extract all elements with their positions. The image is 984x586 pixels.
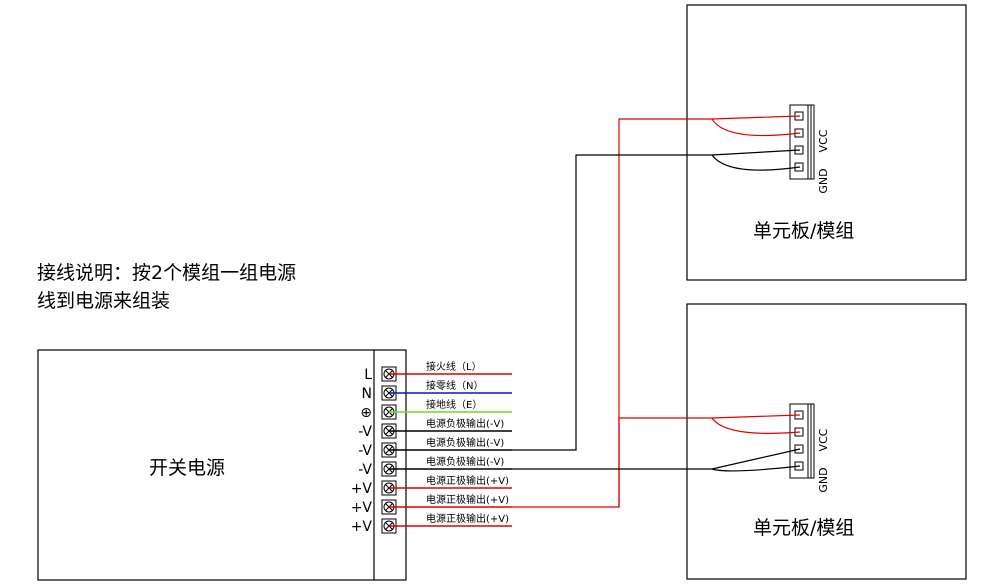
gnd-wire-module-1 <box>512 154 801 451</box>
terminal-label: +V <box>351 481 373 497</box>
module-1-label: 单元板/模组 <box>753 220 854 242</box>
vcc-label: VCC <box>817 428 830 451</box>
terminal-wire-label: 电源负极输出(-V) <box>426 417 504 430</box>
vcc-wire-module-1 <box>512 118 801 508</box>
gnd-wire-module-2 <box>711 448 801 470</box>
power-supply-label: 开关电源 <box>149 457 225 479</box>
terminal-wire-label: 电源负极输出(-V) <box>426 436 504 449</box>
note-line-1: 接线说明：按2个模组一组电源 <box>37 262 296 284</box>
terminal-wire-label: 电源负极输出(-V) <box>426 455 504 468</box>
module-1-connector: VCC GND <box>789 104 830 194</box>
module-1-box <box>686 4 967 281</box>
gnd-label: GND <box>817 467 830 492</box>
terminal-wire-label: 接火线（L） <box>426 360 482 373</box>
module-2-label: 单元板/模组 <box>753 517 854 539</box>
terminal-label: -V <box>358 462 372 478</box>
power-supply: 开关电源 L 接火线（L） N 接零线（N） ⊕ 接地线（E） -V 电源负极输出(-V) -V… <box>37 349 512 581</box>
terminal-block: L 接火线（L） N 接零线（N） ⊕ 接地线（E） -V 电源负极输出(-V) -V 电源负极输… <box>351 360 512 535</box>
vcc-wire-module-1 <box>711 115 801 120</box>
terminal-label: ⊕ <box>360 405 372 421</box>
terminal-label: -V <box>358 443 372 459</box>
module-2: 单元板/模组 VCC GND <box>686 303 967 580</box>
terminal-wire-label: 接零线（N） <box>426 379 483 392</box>
vcc-label: VCC <box>817 129 830 152</box>
power-supply-box <box>37 349 407 581</box>
gnd-wire-module-2 <box>512 465 801 472</box>
wires <box>512 115 801 508</box>
vcc-wire-module-2 <box>618 417 801 507</box>
terminal-label: N <box>362 386 372 402</box>
terminal-wire-label: 电源正极输出(+V) <box>426 512 509 525</box>
terminal-wire-label: 电源正极输出(+V) <box>426 493 509 506</box>
gnd-wire-module-1 <box>711 149 801 156</box>
terminal-label: L <box>364 367 372 383</box>
terminal-label: +V <box>351 500 373 516</box>
terminal-label: -V <box>358 424 372 440</box>
note-line-2: 线到电源来组装 <box>37 290 170 312</box>
vcc-wire-module-2 <box>711 414 801 419</box>
terminal-wire-label: 电源正极输出(+V) <box>426 474 509 487</box>
module-2-connector: VCC GND <box>789 403 830 493</box>
terminal-wire-label: 接地线（E） <box>426 398 482 411</box>
terminal-label: +V <box>351 519 373 535</box>
module-2-box <box>686 303 967 580</box>
module-1: 单元板/模组 VCC GND <box>686 4 967 281</box>
gnd-label: GND <box>817 168 830 193</box>
